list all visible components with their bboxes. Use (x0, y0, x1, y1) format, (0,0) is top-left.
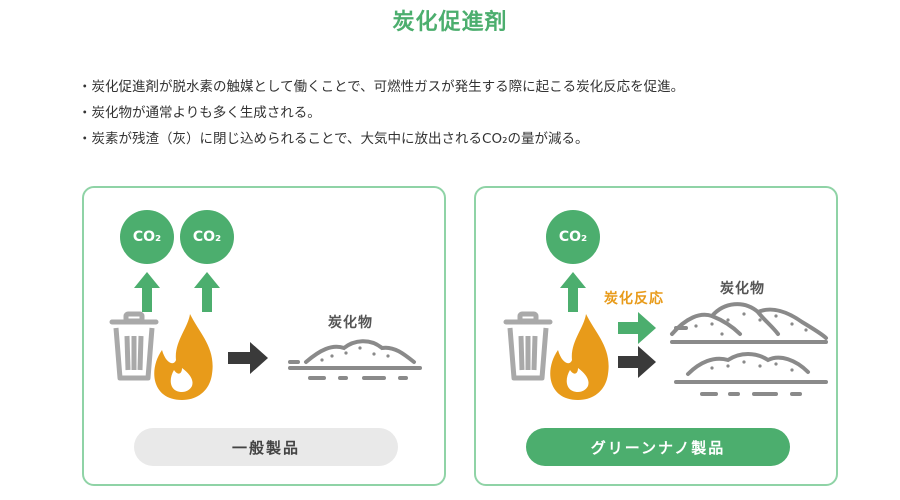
bullet-item: 炭化促進剤が脱水素の触媒として働くことで、可燃性ガスが発生する際に起こる炭化反応… (78, 74, 685, 100)
bullet-item: 炭化物が通常よりも多く生成される。 (78, 100, 684, 126)
char-label: 炭化物 (720, 281, 765, 297)
co2-bubble-icon: CO₂ (546, 210, 600, 264)
up-arrow-icon (560, 272, 586, 312)
co2-bubble-icon: CO₂ (180, 210, 234, 264)
trash-can-icon (503, 311, 553, 381)
general-product-label: 一般製品 (134, 428, 398, 466)
bullet-list: 炭化促進剤が脱水素の触媒として働くことで、可燃性ガスが発生する際に起こる炭化反応… (78, 74, 685, 152)
general-process-illustration (109, 272, 422, 400)
char-pile-icon (674, 352, 828, 396)
char-pile-icon (288, 339, 422, 380)
green-nano-process-illustration (503, 272, 828, 400)
right-arrow-icon (618, 346, 656, 378)
char-pile-icon (694, 312, 808, 372)
up-arrow-icon (194, 272, 220, 312)
flame-icon (550, 314, 609, 400)
up-arrow-icon (134, 272, 160, 312)
right-arrow-icon (228, 342, 268, 374)
co2-bubble-icon: CO₂ (120, 210, 174, 264)
general-product-panel: CO₂ CO₂ (82, 186, 446, 486)
char-label: 炭化物 (328, 315, 373, 331)
page-title: 炭化促進剤 (392, 10, 508, 35)
green-nano-product-panel: CO₂ (474, 186, 838, 486)
flame-icon (154, 314, 213, 400)
char-pile-icon (320, 346, 390, 362)
trash-can-icon (109, 311, 159, 381)
right-arrow-icon (618, 312, 656, 344)
char-pile-icon (670, 302, 828, 344)
carbonization-reaction-label: 炭化反応 (604, 291, 664, 307)
green-nano-product-label: グリーンナノ製品 (526, 428, 790, 466)
bullet-item: 炭素が残渣（灰）に閉じ込められることで、大気中に放出されるCO₂の量が減る。 (78, 126, 684, 152)
